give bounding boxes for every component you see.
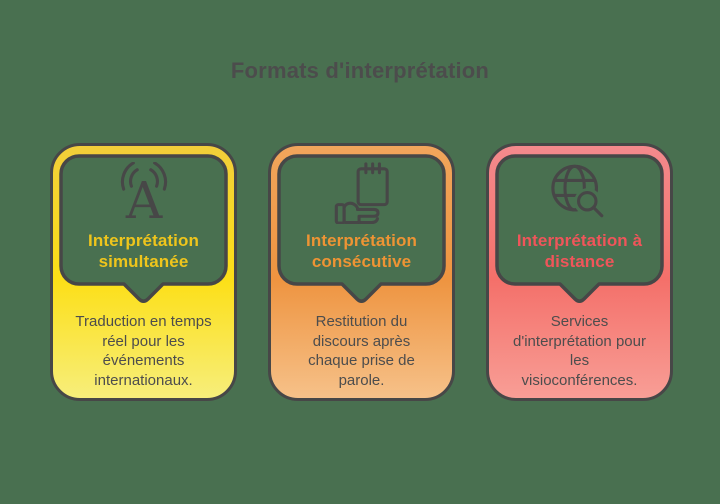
card-icon-slot [331,162,393,224]
svg-text:A: A [124,171,162,224]
card-title: Interprétation simultanée [88,231,199,271]
format-card-consecutive: Interprétation consécutive Restitution d… [268,143,455,401]
speech-bubble [495,154,664,303]
card-title: Interprétation à distance [516,231,643,271]
notepad-hand-icon [334,162,389,224]
card-description: Services d'interprétation pour les visio… [513,313,646,389]
broadcast-a-icon: A [120,162,167,224]
cards-row: A Interprétation simultanée Traduction e… [50,143,673,401]
globe-search-icon [550,164,603,218]
card-description: Restitution du discours après chaque pri… [308,313,415,389]
speech-bubble [59,154,228,303]
speech-bubble [277,154,446,303]
card-icon-slot: A [113,162,175,224]
card-description: Traduction en temps réel pour les événem… [75,313,212,389]
page-title: Formats d'interprétation [230,58,490,83]
card-icon-slot [549,162,611,224]
format-card-distance: Interprétation à distance Services d'int… [486,143,673,401]
format-card-simultanee: A Interprétation simultanée Traduction e… [50,143,237,401]
card-title: Interprétation consécutive [306,231,417,271]
